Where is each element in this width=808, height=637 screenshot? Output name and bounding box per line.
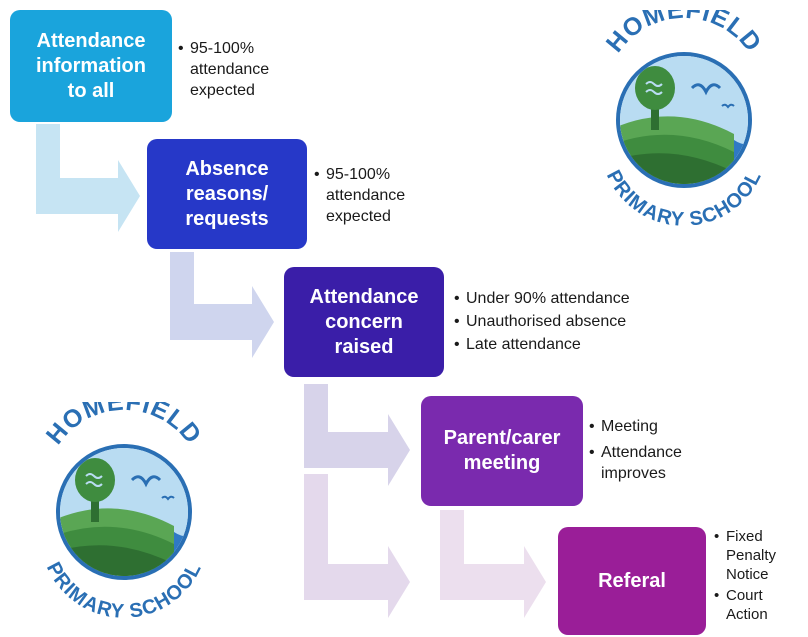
school-logo-bottom: HOMEFIELD PRIMARY SCHOOL bbox=[41, 402, 207, 623]
bird-icon bbox=[130, 475, 162, 488]
bullet-item: Fixed Penalty Notice bbox=[714, 527, 776, 584]
step-absence-reasons: Absence reasons/ requests bbox=[147, 139, 307, 249]
step2-bullets: 95-100% attendance expected bbox=[314, 164, 405, 232]
step3-bullets: Under 90% attendance Unauthorised absenc… bbox=[454, 288, 630, 357]
arrow-step1-to-step2 bbox=[36, 124, 140, 232]
step-label: Parent/carer meeting bbox=[443, 427, 561, 474]
step-attendance-information: Attendance information to all bbox=[10, 10, 172, 122]
logo-top-text: HOMEFIELD bbox=[601, 10, 767, 58]
bullet-item: 95-100% attendance expected bbox=[314, 164, 405, 227]
logo-top-text: HOMEFIELD bbox=[41, 402, 207, 450]
bullet-item: Attendance improves bbox=[589, 442, 682, 484]
bullet-item: Late attendance bbox=[454, 334, 630, 355]
step5-bullets: Fixed Penalty Notice Court Action bbox=[714, 527, 776, 626]
bullet-item: 95-100% attendance expected bbox=[178, 38, 269, 101]
step1-bullets: 95-100% attendance expected bbox=[178, 38, 269, 106]
step4-bullets: Meeting Attendance improves bbox=[589, 416, 682, 489]
bullet-item: Court Action bbox=[714, 586, 776, 624]
bird-icon bbox=[690, 83, 722, 96]
arrow-step3-to-step5 bbox=[304, 474, 410, 618]
arrow-step2-to-step3 bbox=[170, 252, 274, 358]
bullet-item: Meeting bbox=[589, 416, 682, 437]
step-label: Absence reasons/ requests bbox=[185, 157, 269, 230]
step-label: Attendance concern raised bbox=[309, 285, 419, 358]
bullet-item: Under 90% attendance bbox=[454, 288, 630, 309]
step-attendance-concern: Attendance concern raised bbox=[284, 267, 444, 377]
arrow-step4-to-step5 bbox=[440, 510, 546, 618]
step-referal: Referal bbox=[558, 527, 706, 635]
tree-icon bbox=[635, 66, 675, 130]
tree-icon bbox=[75, 458, 115, 522]
step-label: Attendance information to all bbox=[36, 29, 146, 102]
logo-emblem bbox=[56, 444, 192, 580]
step-label: Referal bbox=[598, 569, 666, 592]
logo-emblem bbox=[616, 52, 752, 188]
school-logo-top: HOMEFIELD PRIMARY SCHOOL bbox=[601, 10, 767, 231]
step-parent-carer-meeting: Parent/carer meeting bbox=[421, 396, 583, 506]
bullet-item: Unauthorised absence bbox=[454, 311, 630, 332]
arrow-step3-to-step4 bbox=[304, 384, 410, 486]
